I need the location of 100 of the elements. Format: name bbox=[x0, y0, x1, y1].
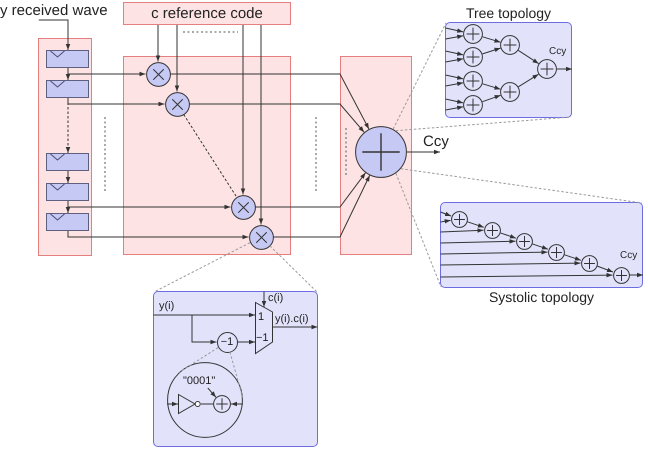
arrow bbox=[189, 104, 365, 133]
arrow bbox=[230, 402, 244, 406]
arrow bbox=[258, 24, 264, 225]
mux-input-label: 1 bbox=[258, 311, 264, 324]
adder-symbol bbox=[213, 395, 231, 413]
zoom-line bbox=[269, 245, 318, 292]
arrow bbox=[556, 66, 572, 72]
arrow bbox=[272, 324, 318, 330]
mux-input-label: −1 bbox=[256, 332, 269, 344]
zoom-circle bbox=[167, 362, 243, 438]
adder-symbol bbox=[463, 47, 483, 67]
code-box bbox=[123, 2, 291, 25]
arrow bbox=[174, 24, 180, 92]
arrow bbox=[445, 74, 464, 80]
arrow bbox=[445, 50, 464, 56]
zoom-line bbox=[400, 168, 642, 204]
edge-label: Ccy bbox=[549, 46, 566, 58]
zoom-line bbox=[395, 172, 442, 288]
arrow bbox=[466, 221, 484, 228]
dashed-line bbox=[183, 114, 237, 197]
arrow bbox=[440, 239, 516, 244]
inverter-symbol bbox=[178, 394, 201, 414]
arrow bbox=[445, 34, 464, 40]
panel-title: Tree topology bbox=[466, 5, 552, 22]
arrow bbox=[500, 232, 516, 239]
arrow bbox=[440, 228, 484, 233]
arrow bbox=[166, 402, 178, 406]
multiplier-symbol bbox=[164, 92, 190, 116]
arrow bbox=[170, 74, 370, 130]
arrow bbox=[482, 48, 501, 54]
arrow bbox=[273, 174, 370, 238]
edge-label: c(i) bbox=[268, 292, 284, 305]
arrow bbox=[153, 314, 217, 344]
adder-symbol bbox=[484, 222, 500, 238]
adder-symbol bbox=[500, 82, 520, 102]
constant-label: "0001" bbox=[183, 375, 221, 388]
arrow bbox=[207, 388, 216, 398]
arrow bbox=[596, 266, 614, 272]
register-block bbox=[46, 213, 89, 231]
arrow bbox=[482, 36, 501, 43]
arrow bbox=[440, 212, 452, 216]
zoom-line bbox=[229, 352, 244, 398]
adder-symbol bbox=[463, 24, 483, 44]
multiplier-symbol bbox=[146, 62, 170, 86]
operator-circle bbox=[216, 332, 238, 352]
arrow bbox=[156, 24, 160, 62]
multiplier-symbol bbox=[230, 194, 256, 220]
arrow bbox=[564, 254, 582, 261]
edge-label: y(i) bbox=[159, 300, 174, 313]
adder-symbol bbox=[355, 126, 407, 178]
arrow bbox=[445, 98, 464, 104]
arrow bbox=[440, 219, 452, 224]
arrow bbox=[440, 272, 613, 278]
box-label: c reference code bbox=[151, 4, 263, 22]
adder-symbol bbox=[580, 254, 598, 272]
adder-symbol bbox=[516, 232, 532, 250]
signal-label: y received wave bbox=[0, 2, 114, 20]
zoom-line bbox=[178, 347, 219, 374]
arrow bbox=[518, 74, 539, 88]
adder-symbol bbox=[463, 95, 483, 115]
multiplier-panel bbox=[123, 56, 291, 255]
arrow bbox=[255, 172, 366, 208]
arrow bbox=[445, 82, 464, 86]
arrow bbox=[440, 250, 548, 254]
zoom-line bbox=[154, 242, 250, 292]
arrow bbox=[38, 20, 70, 50]
panel-title: Systolic topology bbox=[488, 289, 594, 306]
register-column bbox=[38, 38, 92, 256]
register-block bbox=[46, 80, 89, 98]
register-block bbox=[46, 183, 89, 201]
register-block bbox=[46, 50, 89, 68]
zoom-line bbox=[395, 116, 572, 132]
arrow bbox=[482, 94, 502, 102]
edge-label: Ccy bbox=[423, 133, 449, 150]
register-block bbox=[46, 153, 89, 171]
arrow bbox=[240, 24, 246, 195]
arrow bbox=[66, 170, 70, 184]
adder-panel bbox=[340, 56, 412, 255]
arrow bbox=[68, 98, 165, 106]
arrow bbox=[482, 83, 501, 90]
arrow bbox=[440, 260, 581, 266]
adder-symbol bbox=[450, 210, 468, 228]
detail-panel bbox=[153, 291, 318, 447]
arrow bbox=[262, 291, 266, 308]
operator-label: −1 bbox=[220, 336, 234, 348]
zoom-line bbox=[392, 22, 446, 130]
multiplexer-symbol bbox=[255, 302, 273, 354]
adder-symbol bbox=[500, 35, 520, 55]
arrow bbox=[445, 58, 464, 62]
arrow bbox=[445, 28, 464, 33]
arrow bbox=[406, 150, 440, 154]
adder-symbol bbox=[537, 59, 557, 79]
edge-label: Ccy bbox=[620, 250, 638, 262]
arrow bbox=[68, 230, 249, 240]
adder-symbol bbox=[463, 71, 483, 91]
arrow bbox=[445, 106, 464, 110]
arrow bbox=[518, 50, 540, 64]
adder-symbol bbox=[548, 244, 564, 260]
multiplier-symbol bbox=[248, 224, 274, 250]
arrow bbox=[532, 243, 548, 250]
